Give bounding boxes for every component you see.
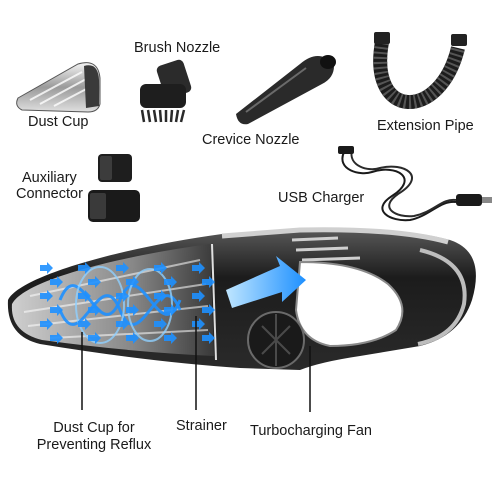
small-airflow-arrow-18 — [164, 304, 177, 316]
small-airflow-arrow-29 — [202, 332, 215, 344]
airflow-arrow-icon — [226, 256, 306, 308]
crevice-nozzle-icon — [236, 55, 336, 125]
label-brush-nozzle: Brush Nozzle — [134, 40, 221, 56]
label-crevice-nozzle: Crevice Nozzle — [202, 132, 300, 148]
small-airflow-arrow-13 — [154, 290, 167, 302]
small-airflow-arrow-6 — [88, 276, 101, 288]
small-airflow-arrow-22 — [116, 318, 129, 330]
extension-pipe-icon — [373, 32, 467, 109]
usb-charger-icon — [338, 146, 492, 222]
label-usb-charger: USB Charger — [278, 190, 365, 206]
small-airflow-arrow-2 — [116, 262, 129, 274]
small-airflow-arrow-20 — [40, 318, 53, 330]
label-dust-cup-reflux-line2: Preventing Reflux — [36, 437, 152, 453]
small-airflow-arrow-26 — [88, 332, 101, 344]
small-airflow-arrow-17 — [126, 304, 139, 316]
small-airflow-arrow-14 — [192, 290, 205, 302]
small-airflow-arrow-7 — [126, 276, 139, 288]
airflow-arrows — [40, 262, 215, 344]
small-airflow-arrow-5 — [50, 276, 63, 288]
small-airflow-arrow-16 — [88, 304, 101, 316]
small-airflow-arrow-25 — [50, 332, 63, 344]
small-airflow-arrow-4 — [192, 262, 205, 274]
small-airflow-arrow-10 — [40, 290, 53, 302]
small-airflow-arrow-28 — [164, 332, 177, 344]
small-airflow-arrow-8 — [164, 276, 177, 288]
label-dust-cup: Dust Cup — [28, 114, 89, 130]
label-extension-pipe: Extension Pipe — [377, 118, 474, 134]
small-airflow-arrow-1 — [78, 262, 91, 274]
small-airflow-arrow-11 — [78, 290, 91, 302]
small-airflow-arrow-3 — [154, 262, 167, 274]
brush-nozzle-icon — [140, 59, 192, 123]
small-airflow-arrow-0 — [40, 262, 53, 274]
label-strainer: Strainer — [176, 418, 227, 434]
small-airflow-arrow-12 — [116, 290, 129, 302]
small-airflow-arrow-9 — [202, 276, 215, 288]
auxiliary-connector-icon — [88, 154, 140, 222]
small-airflow-arrow-15 — [50, 304, 63, 316]
small-airflow-arrow-27 — [126, 332, 139, 344]
dust-cup-icon — [16, 62, 101, 113]
label-turbocharging-fan: Turbocharging Fan — [250, 423, 372, 439]
small-airflow-arrow-21 — [78, 318, 91, 330]
label-auxiliary-connector-line2: Connector — [16, 186, 83, 202]
label-auxiliary-connector-line1: Auxiliary — [22, 170, 77, 186]
small-airflow-arrow-19 — [202, 304, 215, 316]
small-airflow-arrow-23 — [154, 318, 167, 330]
label-dust-cup-reflux-line1: Dust Cup for — [53, 420, 135, 436]
